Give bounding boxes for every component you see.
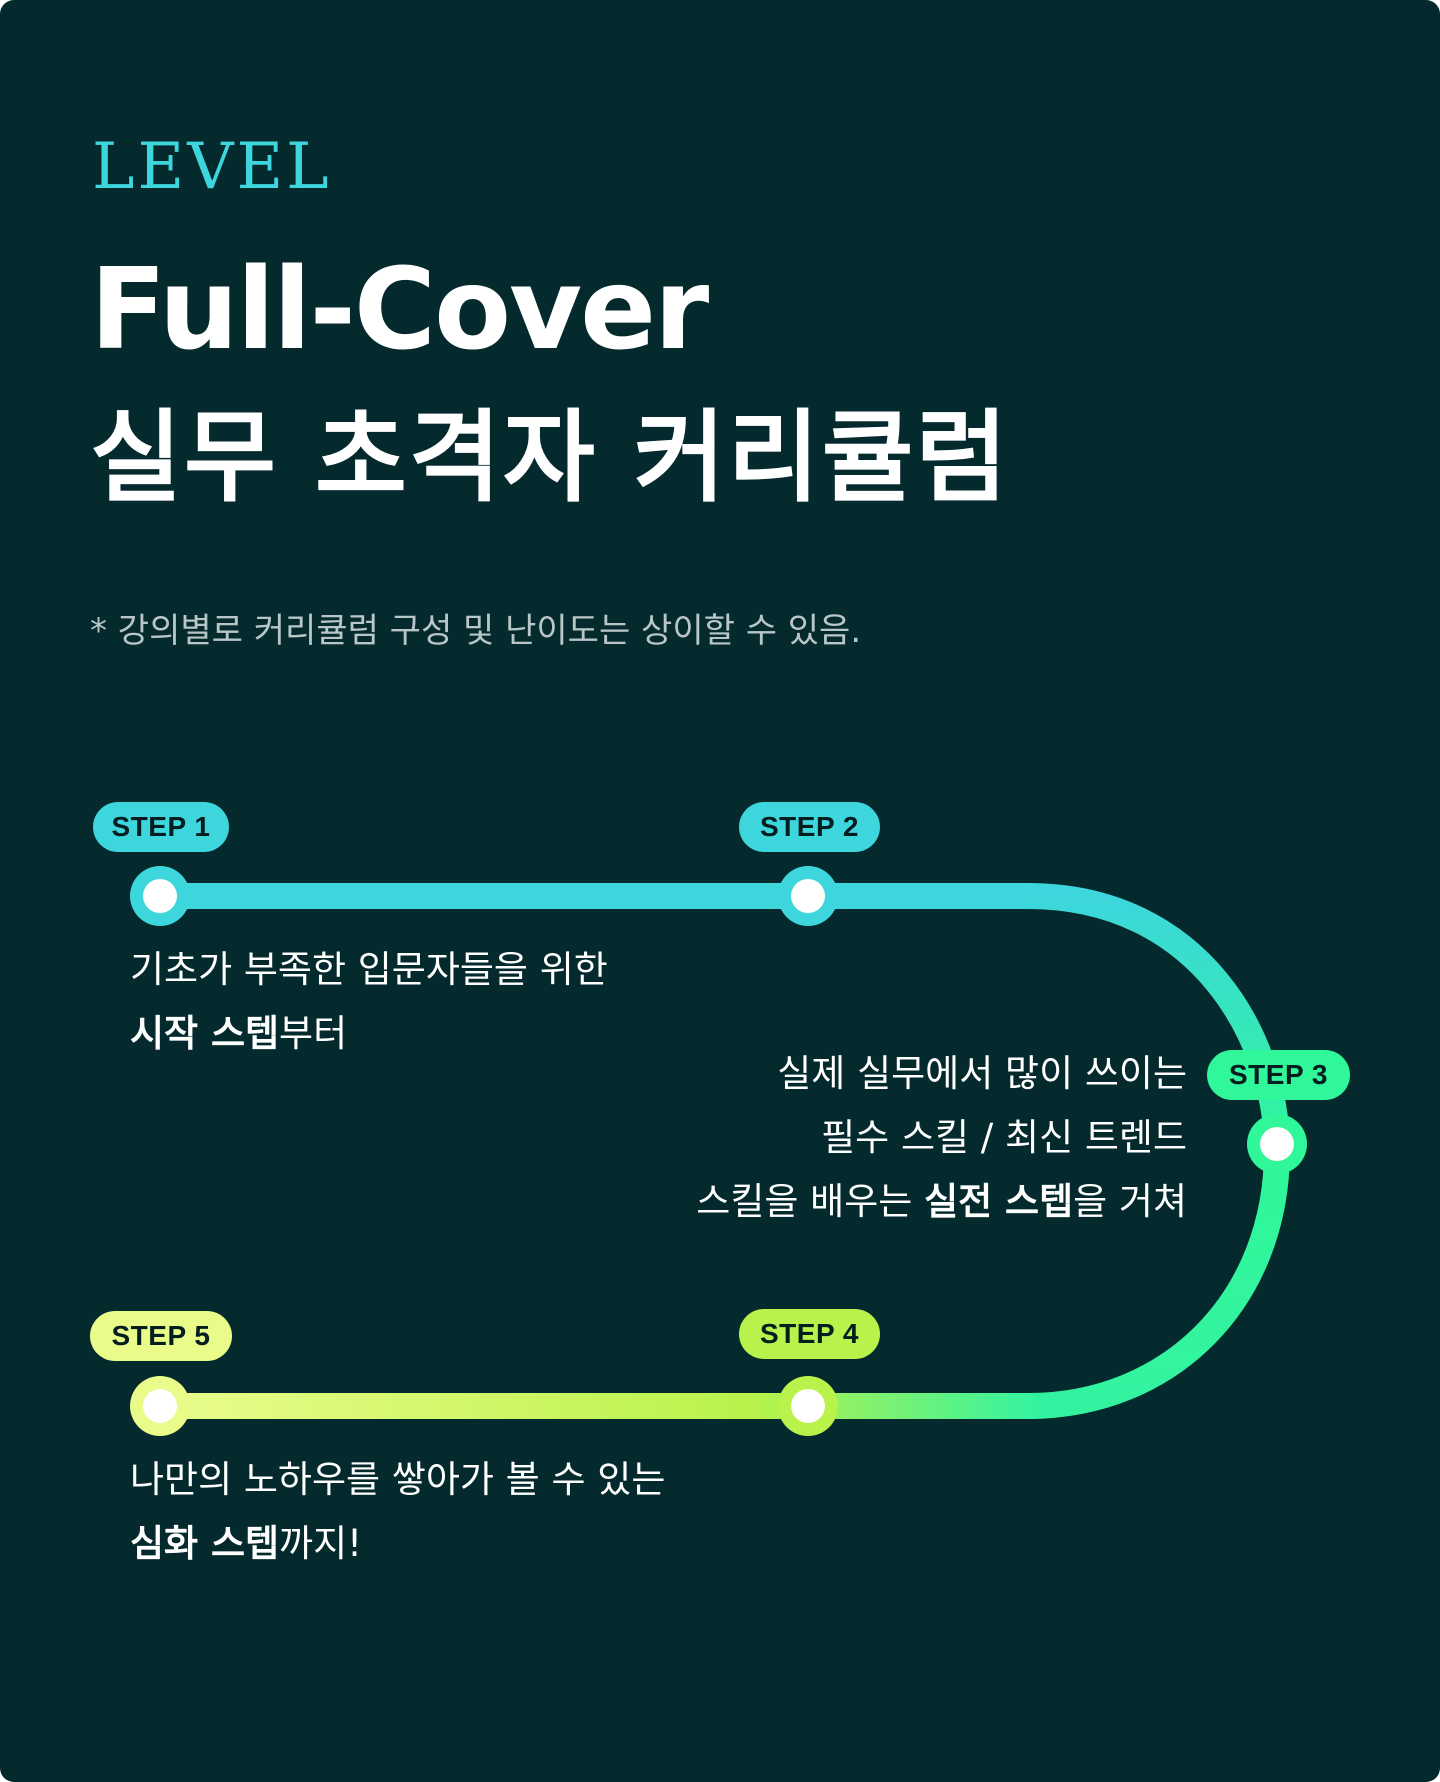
step-5-node [130, 1376, 190, 1436]
disclaimer-note: * 강의별로 커리큘럼 구성 및 난이도는 상이할 수 있음. [90, 611, 862, 651]
step-1-description: 기초가 부족한 입문자들을 위한 시작 스텝부터 [130, 938, 608, 1066]
step-3-description: 실제 실무에서 많이 쓰이는 필수 스킬 / 최신 트렌드 스킬을 배우는 실전… [696, 1042, 1187, 1234]
step-3-node [1247, 1114, 1307, 1174]
title-line-2: 실무 초격자 커리큘럼 [90, 399, 1010, 516]
step-1-badge: STEP 1 [93, 802, 229, 852]
level-eyebrow: LEVEL [92, 130, 332, 204]
step-1-desc-line: 시작 스텝부터 [130, 1012, 348, 1055]
step-3-desc-line: 실제 실무에서 많이 쓰이는 [777, 1052, 1187, 1095]
step-5-description: 나만의 노하우를 쌓아가 볼 수 있는 심화 스텝까지! [130, 1448, 665, 1576]
step-5-desc-line: 나만의 노하우를 쌓아가 볼 수 있는 [130, 1458, 666, 1501]
step-1-desc-line: 기초가 부족한 입문자들을 위한 [130, 948, 608, 991]
step-1-node [130, 866, 190, 926]
step-4-node [778, 1376, 838, 1436]
step-2-badge: STEP 2 [739, 802, 880, 852]
step-2-node [778, 866, 838, 926]
step-3-desc-line: 필수 스킬 / 최신 트렌드 [821, 1116, 1187, 1159]
page-title: Full-Cover 실무 초격자 커리큘럼 [90, 245, 1010, 540]
title-line-1: Full-Cover [90, 245, 709, 375]
step-5-desc-line: 심화 스텝까지! [130, 1522, 362, 1565]
step-4-badge: STEP 4 [739, 1309, 880, 1359]
step-3-desc-line: 스킬을 배우는 실전 스텝을 거쳐 [696, 1180, 1187, 1223]
step-3-badge: STEP 3 [1207, 1050, 1350, 1100]
step-5-badge: STEP 5 [90, 1311, 232, 1361]
